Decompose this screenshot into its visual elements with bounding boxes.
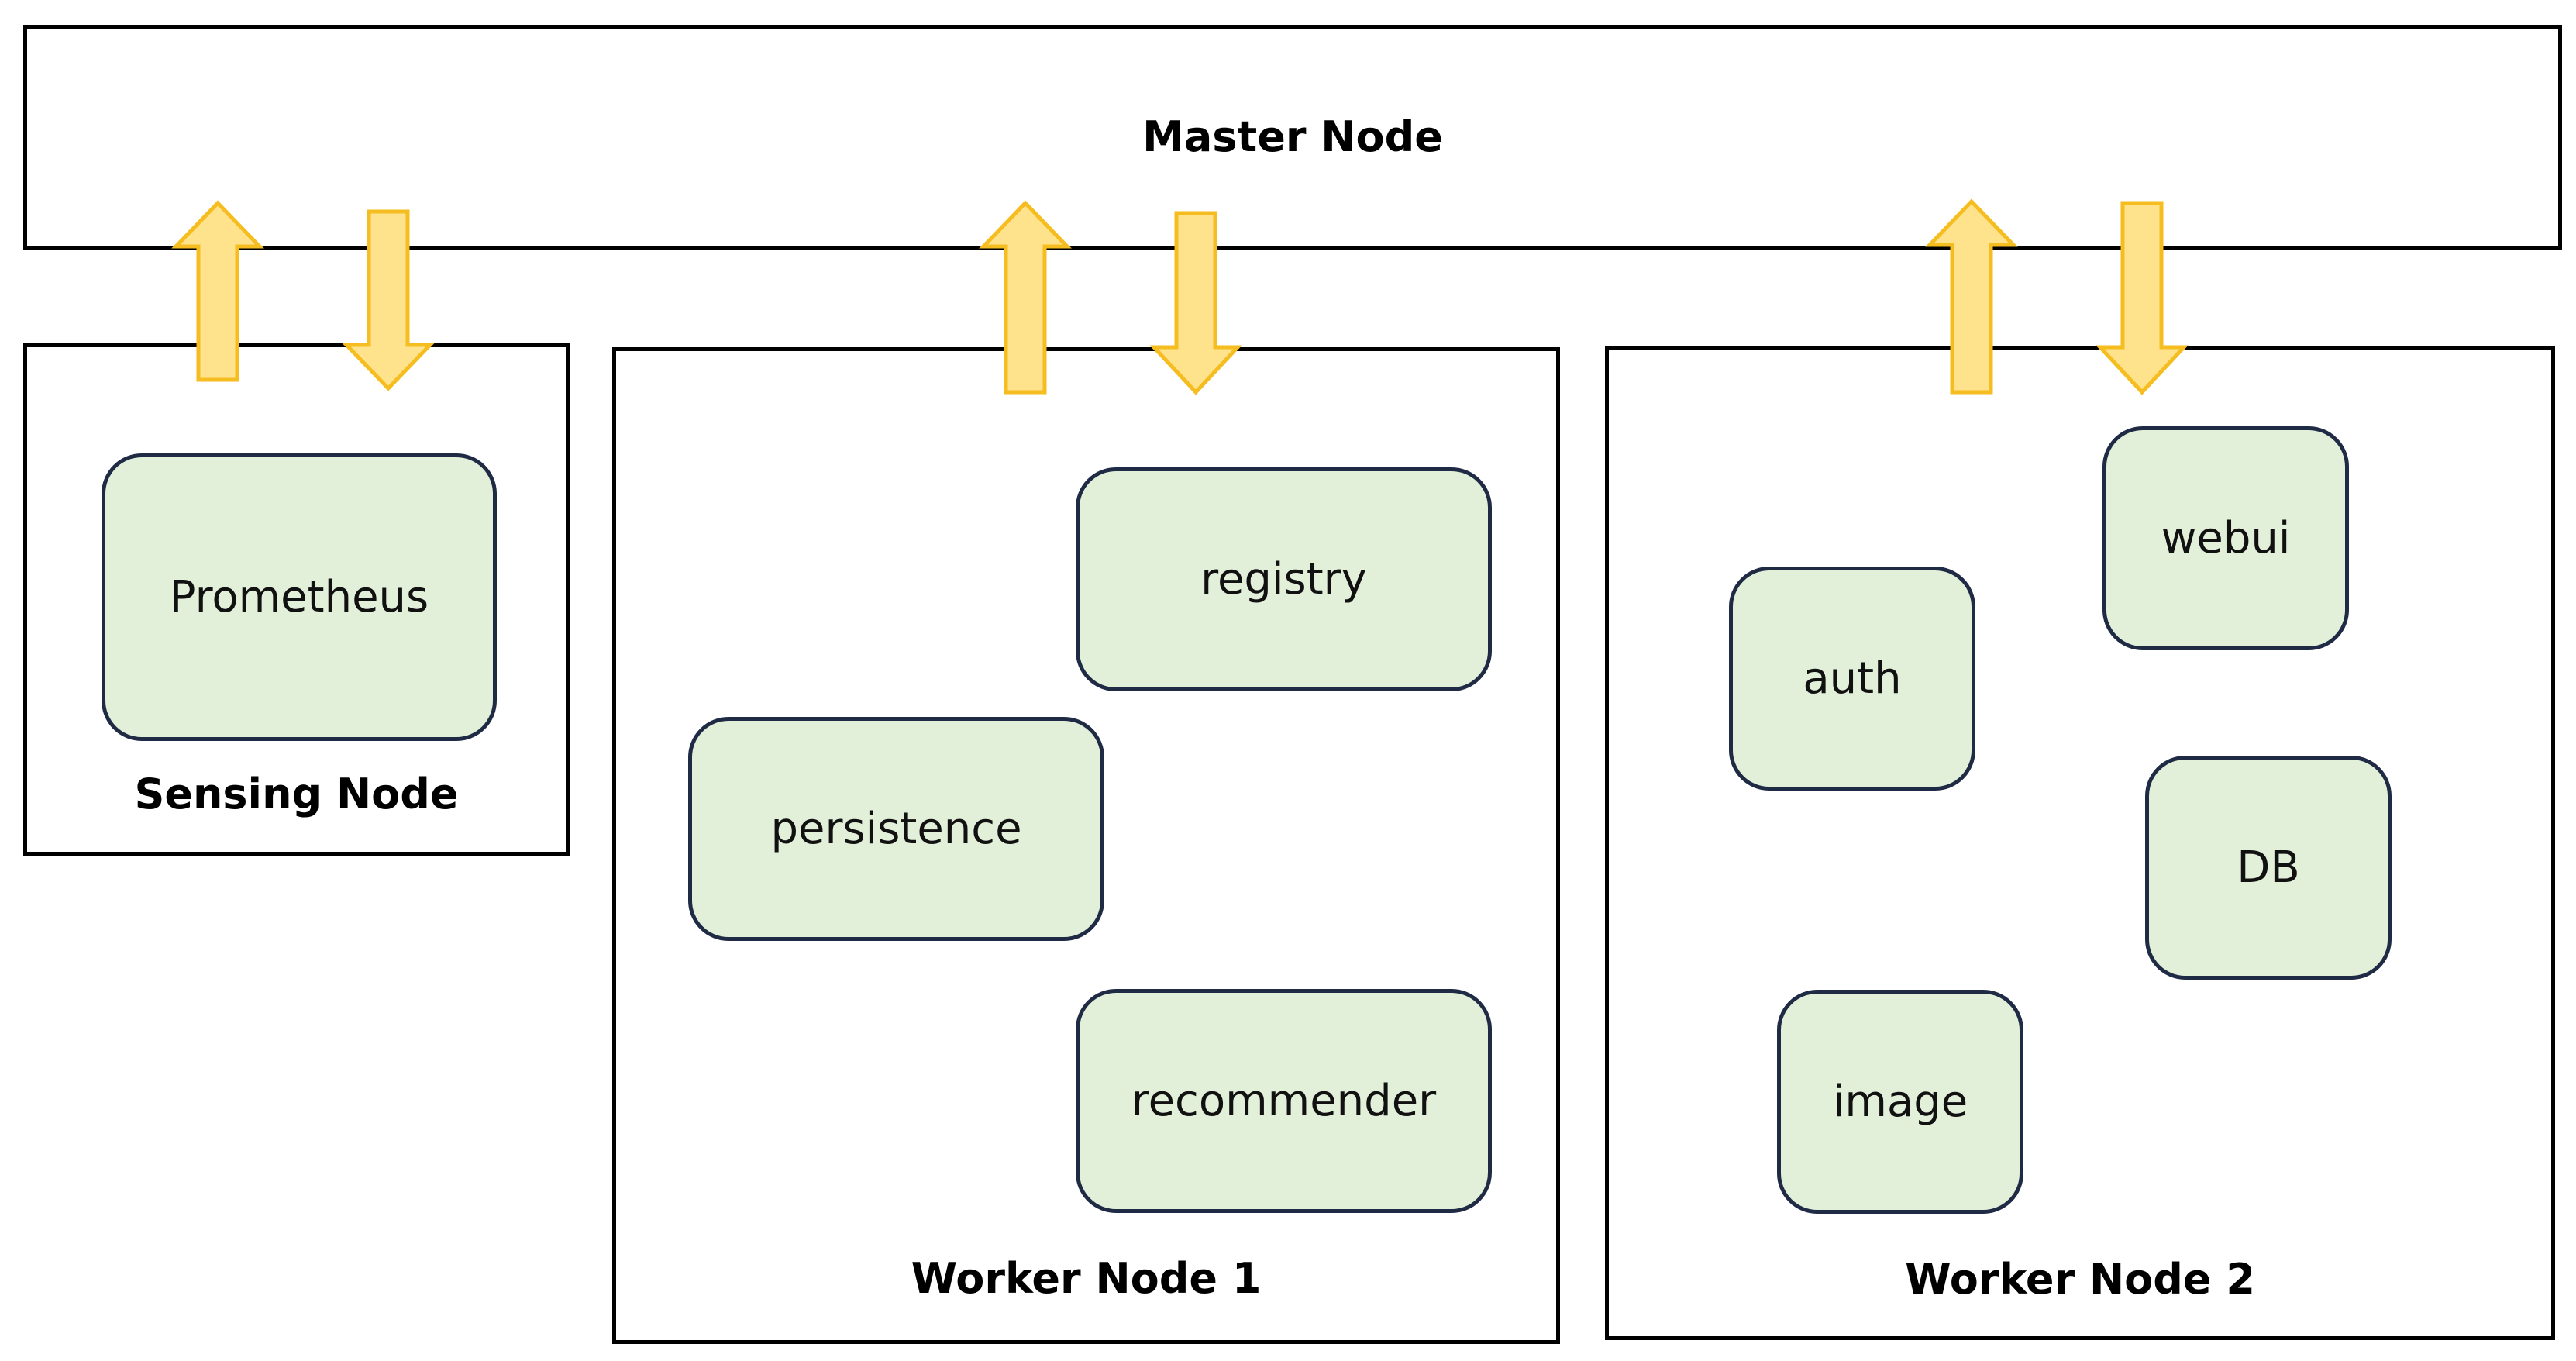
service-prometheus: Prometheus: [102, 453, 497, 741]
service-db: DB: [2145, 756, 2392, 980]
down-arrow-worker-2: [2096, 201, 2189, 395]
service-image: image: [1777, 990, 2023, 1214]
up-arrow-worker-2: [1925, 198, 2018, 395]
service-persistence: persistence: [688, 717, 1104, 941]
worker-node-2-box: webui auth DB image Worker Node 2: [1605, 346, 2555, 1340]
down-arrow-sensing: [342, 209, 435, 391]
master-node-box: Master Node: [23, 25, 2562, 250]
master-node-title: Master Node: [1142, 112, 1443, 161]
worker-node-1-box: registry persistence recommender Worker …: [612, 347, 1560, 1344]
up-arrow-worker-1: [979, 200, 1072, 395]
sensing-node-box: Prometheus Sensing Node: [23, 343, 570, 856]
service-recommender: recommender: [1076, 989, 1492, 1213]
service-auth: auth: [1729, 567, 1975, 791]
worker-node-2-title: Worker Node 2: [1905, 1255, 2255, 1304]
service-registry: registry: [1076, 467, 1492, 691]
up-arrow-sensing: [171, 200, 264, 382]
service-webui: webui: [2102, 426, 2349, 650]
sensing-node-title: Sensing Node: [134, 770, 459, 818]
worker-node-1-title: Worker Node 1: [911, 1254, 1262, 1303]
down-arrow-worker-1: [1149, 211, 1242, 395]
